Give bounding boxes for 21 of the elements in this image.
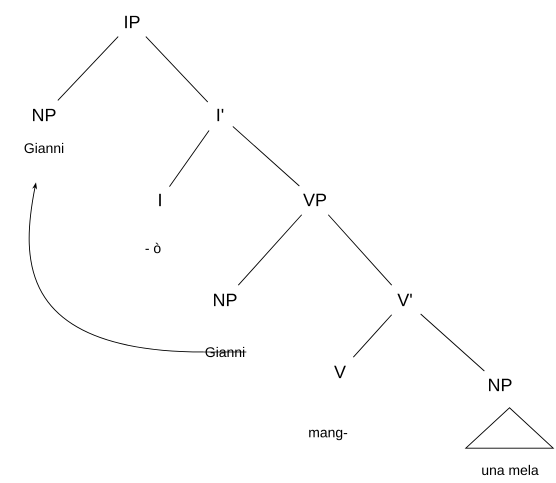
category-label: I (159, 194, 161, 206)
category-label: V (334, 366, 346, 378)
tree-branch (145, 36, 208, 102)
tree-branch (420, 314, 485, 372)
tree-branch (232, 126, 300, 186)
category-label: V' (397, 294, 412, 306)
tree-branch (328, 214, 392, 286)
word-label: - ò (146, 242, 161, 254)
tree-branch (169, 130, 210, 188)
tree-branch (57, 36, 119, 101)
tree-branch (238, 214, 302, 286)
word-label: mang- (309, 430, 348, 440)
category-label: I' (217, 108, 224, 122)
word-label: una mela (482, 464, 539, 476)
tree-branch (352, 314, 392, 358)
category-label: IP (125, 16, 140, 28)
word-label: Gianni (24, 142, 64, 154)
category-label: VP (303, 194, 326, 206)
category-label: NP (489, 378, 512, 392)
category-label: NP (33, 108, 56, 122)
category-label: NP (214, 294, 237, 306)
